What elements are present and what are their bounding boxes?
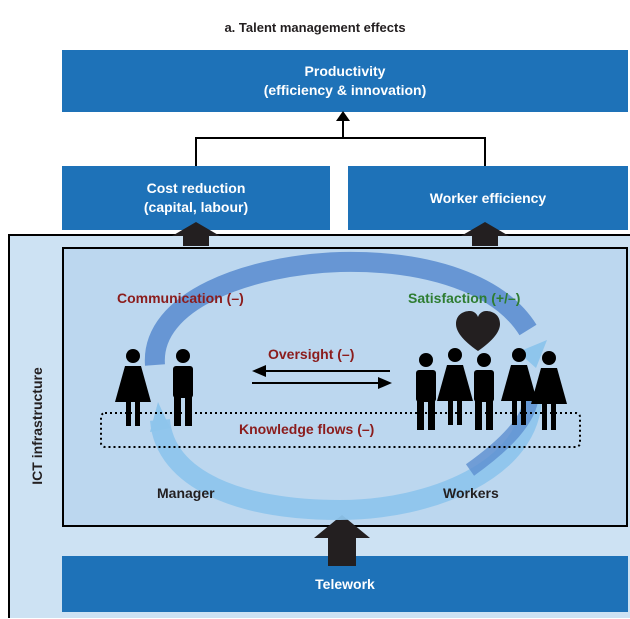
- double-arrow-icon: [252, 365, 392, 389]
- merge-connector: [195, 111, 486, 166]
- productivity-subtitle: (efficiency & innovation): [263, 82, 427, 98]
- cost-reduction-subtitle: (capital, labour): [143, 199, 249, 215]
- productivity-box: Productivity (efficiency & innovation): [62, 50, 628, 112]
- heart-icon: [456, 311, 500, 351]
- woman-icon: [531, 351, 567, 430]
- knowledge-flows-label: Knowledge flows (–): [239, 421, 375, 437]
- telework-title: Telework: [315, 575, 375, 592]
- man-icon: [416, 353, 436, 430]
- productivity-title: Productivity: [304, 63, 386, 79]
- cost-reduction-title: Cost reduction: [146, 180, 246, 196]
- man-icon: [474, 353, 494, 430]
- woman-icon: [501, 348, 537, 425]
- worker-efficiency-title: Worker efficiency: [429, 189, 547, 206]
- feedback-cycle: [144, 251, 547, 521]
- oversight-label: Oversight (–): [268, 346, 355, 362]
- figure-title: a. Talent management effects: [224, 20, 406, 35]
- satisfaction-label: Satisfaction (+/–): [408, 290, 521, 306]
- worker-efficiency-box: Worker efficiency: [348, 166, 628, 230]
- arrow-up-icon: [172, 222, 220, 246]
- manager-label: Manager: [157, 485, 215, 501]
- knowledge-flows-frame: [100, 412, 581, 448]
- arrow-up-icon: [314, 515, 370, 566]
- communication-label: Communication (–): [117, 290, 244, 306]
- arrow-up-icon: [461, 222, 509, 246]
- cost-reduction-box: Cost reduction (capital, labour): [62, 166, 330, 230]
- workers-label: Workers: [443, 485, 499, 501]
- man-icon: [173, 349, 193, 426]
- woman-icon: [115, 349, 151, 426]
- woman-icon: [437, 348, 473, 425]
- talent-management-box: [62, 247, 628, 527]
